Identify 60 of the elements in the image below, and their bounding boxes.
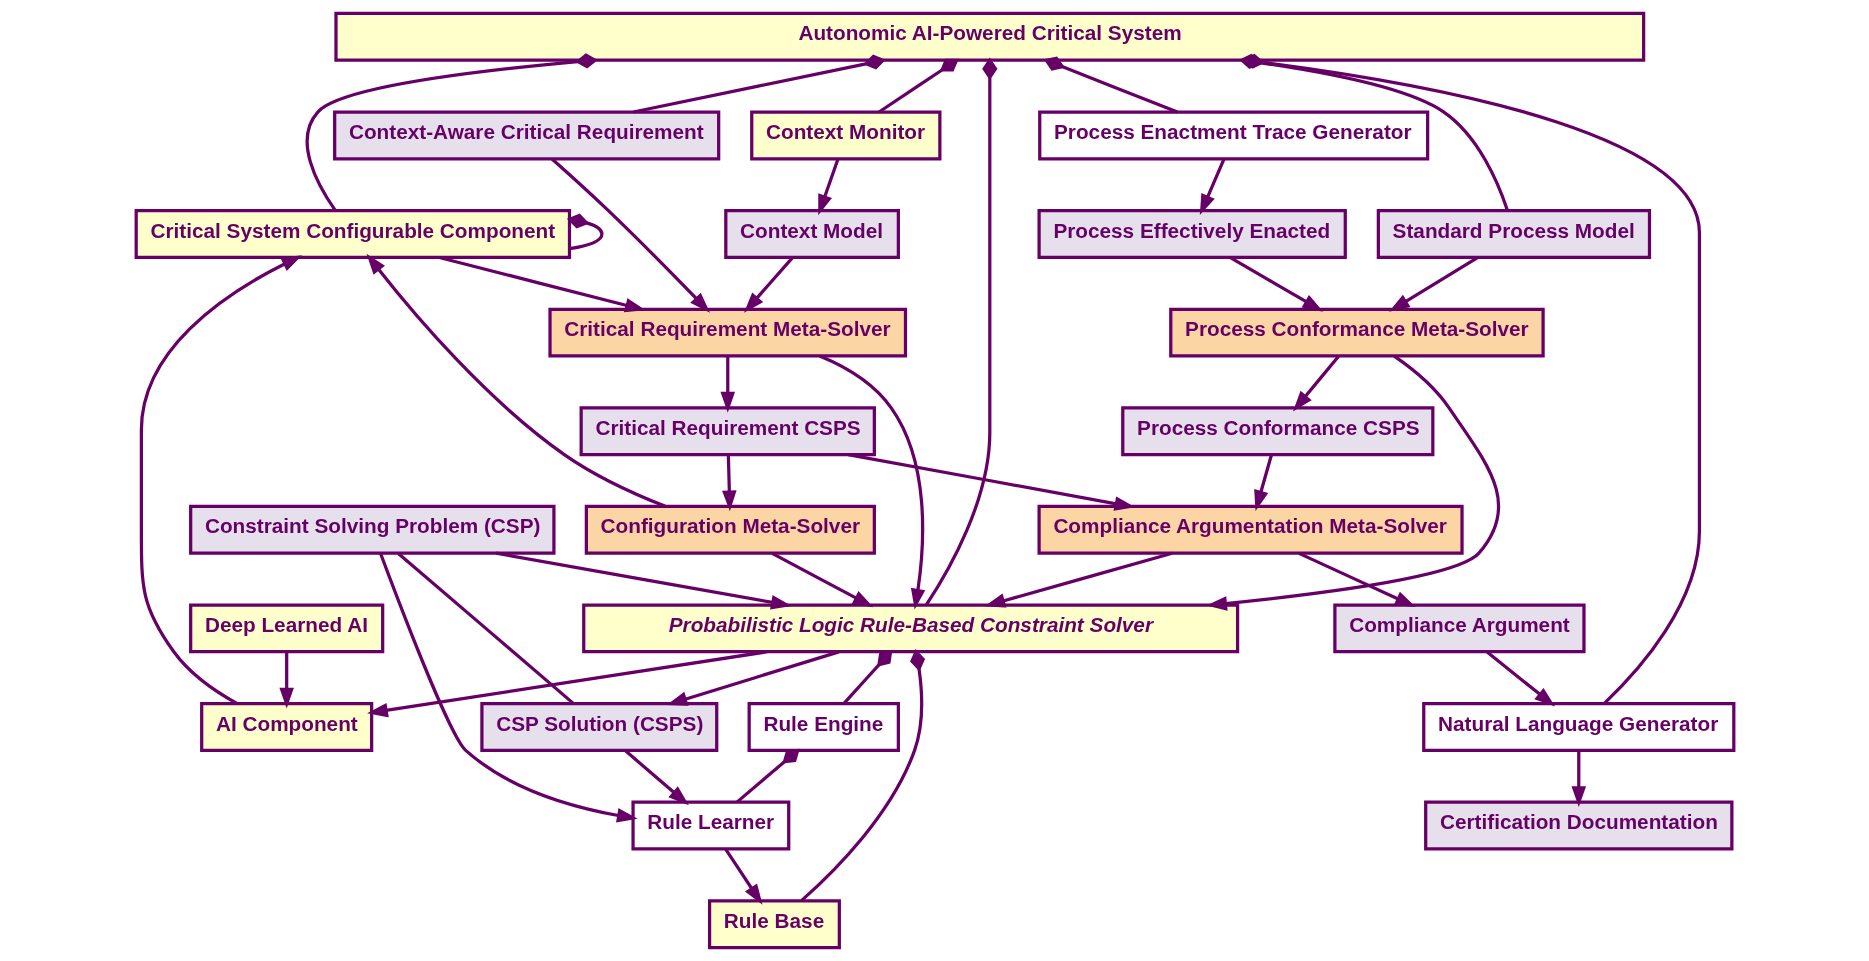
arrow [366, 253, 666, 508]
arrow [1485, 650, 1555, 707]
node-box: CSP Solution (CSPS) [479, 702, 718, 752]
arrow [623, 749, 689, 806]
arrow [721, 454, 737, 512]
arrow [1292, 355, 1340, 412]
node-box: Compliance Argumentation Meta-Solver [1037, 504, 1464, 555]
connector [735, 748, 800, 804]
connector [799, 648, 925, 902]
arrow [378, 552, 638, 823]
arrow [1253, 454, 1273, 512]
connector [842, 649, 892, 705]
node-box: Certification Documentation [1423, 800, 1733, 851]
node-box: Context Monitor [749, 110, 941, 161]
node-box: Natural Language Generator [1421, 702, 1735, 752]
arrow [495, 551, 792, 610]
node-box: Process Effectively Enacted [1037, 209, 1347, 259]
arrow [818, 354, 925, 610]
connector [632, 54, 886, 114]
node-box: Context-Aware Critical Requirement [332, 110, 720, 161]
node-box: Deep Learned AI [188, 603, 384, 654]
arrow [719, 356, 735, 413]
connector [1043, 56, 1178, 114]
arrow [770, 551, 873, 608]
node-box: Rule Base [707, 899, 841, 950]
arrow [139, 255, 302, 705]
connector [566, 213, 604, 251]
node-box: Compliance Argument [1332, 603, 1586, 654]
arrow [1388, 256, 1478, 312]
node-box: Rule Engine [747, 702, 900, 752]
node-box: Probabilistic Logic Rule-Based Constraint Solver [581, 603, 1239, 654]
connector [924, 57, 997, 606]
arrow [817, 158, 839, 216]
arrow [723, 848, 762, 905]
node-box: Critical Requirement Meta-Solver [547, 307, 907, 358]
node-box: Configuration Meta-Solver [584, 504, 876, 555]
arrow [666, 650, 839, 706]
connector [305, 53, 598, 212]
node-box: Rule Learner [630, 800, 790, 851]
node-box: AI Component [199, 702, 373, 752]
arrow [278, 651, 294, 709]
arrow [1297, 551, 1416, 607]
arrow [743, 256, 794, 313]
arrow [550, 157, 710, 313]
connector [396, 552, 575, 705]
arrow [1229, 256, 1323, 312]
node-box: Process Enactment Trace Generator [1037, 110, 1429, 161]
arrow [1199, 158, 1226, 216]
node-box: Critical System Configurable Component [134, 209, 571, 259]
arrow [1571, 750, 1586, 808]
node-box: Process Conformance CSPS [1120, 406, 1434, 457]
node-box: Standard Process Model [1376, 209, 1651, 259]
arrow [366, 650, 767, 718]
node-box: Critical Requirement CSPS [579, 406, 876, 457]
node-box: Context Model [723, 209, 900, 259]
arrow [984, 551, 1173, 608]
node-box: Process Conformance Meta-Solver [1168, 307, 1545, 358]
node-box: Autonomic AI-Powered Critical System [333, 11, 1645, 62]
node-box: Constraint Solving Problem (CSP) [188, 504, 556, 555]
connector [877, 58, 959, 114]
